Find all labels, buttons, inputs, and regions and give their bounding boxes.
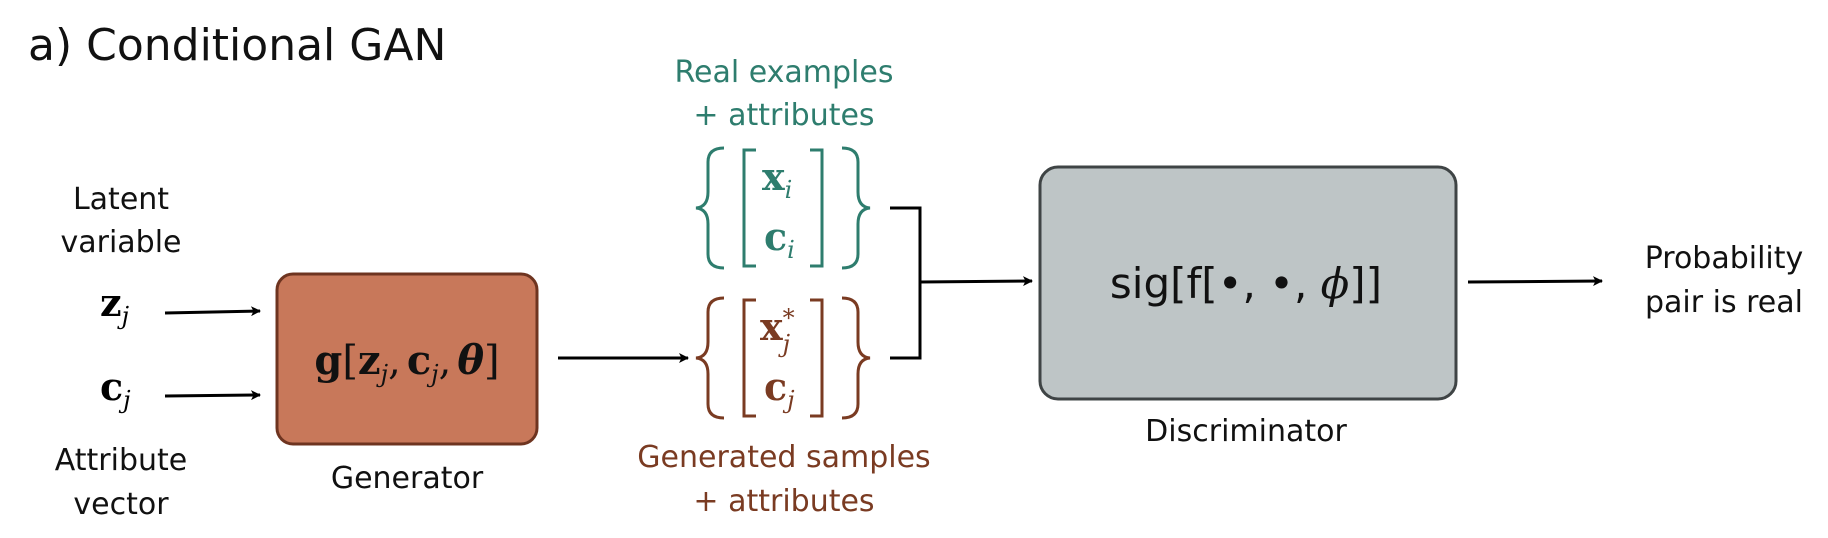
generator-box <box>275 272 539 446</box>
square-bracket-icon <box>742 298 756 418</box>
generated-title-line1: Generated samples <box>637 440 930 475</box>
real-title-line2: + attributes <box>693 98 874 133</box>
curly-brace-right-icon <box>841 146 871 270</box>
generated-title-line2: + attributes <box>693 484 874 519</box>
discriminator-box <box>1038 165 1458 401</box>
discriminator-output-arrow <box>1467 276 1603 287</box>
attribute-label-line1: Attribute <box>55 443 187 478</box>
curly-brace-left-icon <box>695 146 725 270</box>
real-x: xi <box>762 154 792 204</box>
discriminator-formula: sig[f[•, •, ϕ]] <box>1110 259 1382 308</box>
curly-brace-right-icon <box>841 296 871 420</box>
generated-set <box>695 296 871 420</box>
merge-to-discriminator-arrow <box>919 276 1033 287</box>
output-label-line1: Probability <box>1645 241 1804 276</box>
curly-brace-left-icon <box>695 296 725 420</box>
square-bracket-icon <box>810 298 824 418</box>
attribute-to-generator-arrow <box>164 390 261 401</box>
real-set <box>695 146 871 270</box>
discriminator-label: Discriminator <box>1145 414 1347 449</box>
latent-label-line1: Latent <box>73 182 169 217</box>
latent-label-line2: variable <box>60 225 181 260</box>
diagram-title: a) Conditional GAN <box>28 20 446 71</box>
merge-connector-icon <box>890 206 922 360</box>
real-title-line1: Real examples <box>675 55 894 90</box>
output-label-line2: pair is real <box>1645 285 1803 320</box>
latent-to-generator-arrow <box>164 306 261 317</box>
generated-c: cj <box>764 364 795 414</box>
generator-formula: g[zj,cj,θ] <box>314 337 499 388</box>
square-bracket-icon <box>810 148 824 268</box>
generated-x: x*j <box>760 304 795 358</box>
real-c: ci <box>764 214 795 264</box>
attribute-label-line2: vector <box>73 487 169 522</box>
generator-label: Generator <box>331 461 484 496</box>
attribute-symbol: cj <box>100 364 131 414</box>
latent-symbol: zj <box>100 280 130 330</box>
square-bracket-icon <box>742 148 756 268</box>
